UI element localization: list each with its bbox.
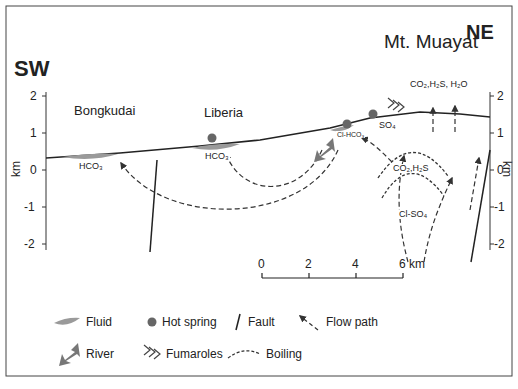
flow-path [121,106,479,262]
scale-number: 6 km [399,258,425,270]
water-type: Cl-SO₄ [398,210,428,219]
axis-unit: km [10,161,22,177]
water-type: CO₂,H₂S [392,164,430,173]
legend-samples [54,314,318,366]
scale-number: 4 [352,258,359,270]
legend-text: Fluid [86,316,112,328]
mountain-name: Mt. Muayat [384,32,478,51]
water-type: SO₄ [378,121,397,130]
place-name: Bongkudai [74,104,135,117]
water-type: HCO₃ [78,162,104,171]
axes [42,92,494,250]
legend-text: Fumaroles [166,348,223,360]
legend-text: Boiling [266,348,302,360]
axis-tick: 1 [497,127,504,139]
fumarole-symbol [388,98,404,112]
fault-line [150,150,490,262]
axis-tick: -2 [494,238,505,250]
place-name: Liberia [204,106,243,119]
ground-surface [46,112,490,158]
axis-tick: 2 [30,90,37,102]
axis-tick: 2 [497,90,504,102]
scale-number: 0 [258,258,265,270]
axis-tick: -1 [494,201,505,213]
legend-text: River [86,348,114,360]
legend-text: Hot spring [162,316,217,328]
scale-bar [262,273,403,278]
scale-number: 2 [305,258,312,270]
boiling-zone [378,152,448,198]
water-type: HCO₃ [204,152,230,161]
water-type: Cl-HCO₃ [336,131,365,138]
gas-composition: CO₂,H₂S, H₂O [410,80,468,89]
axis-unit: km [501,161,513,177]
river-symbol [314,138,335,162]
legend-text: Flow path [326,316,378,328]
axis-tick: 0 [30,164,37,176]
direction-label: SW [14,58,49,80]
frame [6,6,512,376]
axis-tick: 1 [30,127,37,139]
axis-tick: -1 [24,201,35,213]
legend-text: Fault [248,316,275,328]
axis-tick: -2 [24,238,35,250]
